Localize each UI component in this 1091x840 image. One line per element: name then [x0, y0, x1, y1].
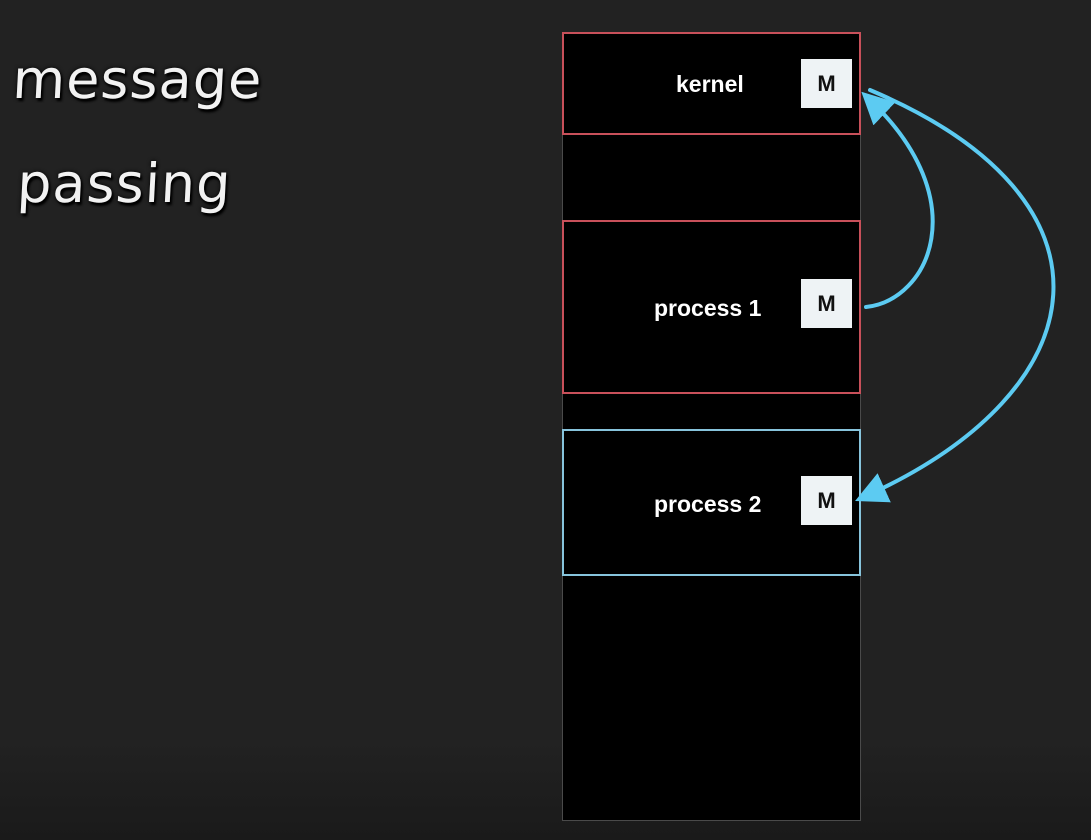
process2-message-slot: M	[801, 476, 852, 525]
title-line-message: message	[11, 48, 265, 111]
process1-message-slot: M	[801, 279, 852, 328]
arrow-kernel-to-process2	[855, 88, 1056, 503]
kernel-message-slot: M	[801, 59, 852, 108]
process1-label: process 1	[654, 295, 762, 321]
process2-label: process 2	[654, 491, 762, 517]
arrow-process1-to-kernel	[861, 91, 935, 309]
slide-title: message passing	[5, 28, 266, 236]
title-line-passing: passing	[15, 152, 234, 215]
memory-column	[562, 32, 861, 821]
kernel-label: kernel	[676, 71, 744, 97]
